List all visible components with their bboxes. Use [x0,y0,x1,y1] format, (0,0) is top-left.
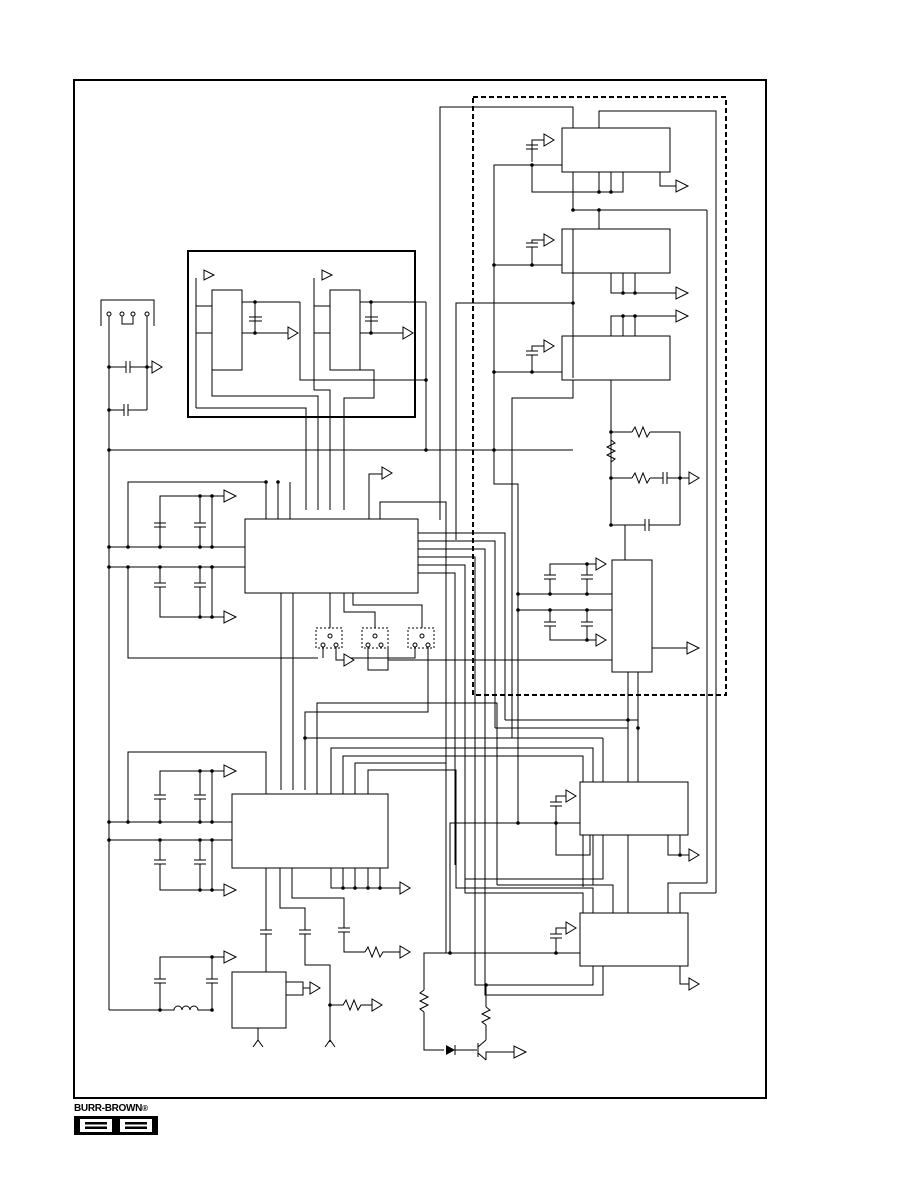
rf-ic-2 [561,228,671,274]
op-amp-ic-1 [195,278,300,408]
bb-logo-icon [74,1116,158,1135]
diagram-border [73,79,767,1099]
switch-2 [361,627,389,671]
modulator-ic [579,781,689,836]
main-controller-ic [244,518,419,594]
ground-symbol-icon [151,133,701,1059]
switch-1 [315,627,346,661]
output-driver-ic [579,912,689,967]
company-name: BURR-BROWN® [74,1103,148,1114]
switch-3 [304,627,435,790]
op-amp-ic-2 [313,278,426,390]
dual-op-amp-module [187,250,416,418]
rf-ic-3 [561,335,671,381]
input-connector [100,299,155,1010]
filter-ic [611,559,653,673]
rf-ic-1 [561,127,671,173]
burr-brown-logo: BURR-BROWN® [74,1103,164,1135]
registered-mark: ® [142,1104,148,1113]
shielded-module-outline [472,96,727,696]
oscillator-module [231,971,287,1029]
bb-logo-mark [74,1116,158,1135]
audio-processor-ic [231,793,389,869]
